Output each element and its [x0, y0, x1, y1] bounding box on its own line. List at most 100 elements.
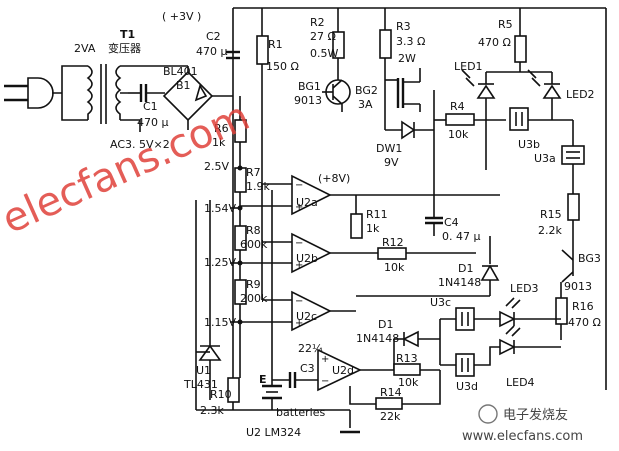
r15-value: 2.2k: [538, 224, 562, 237]
r10-id: R10: [210, 388, 232, 401]
transformer-t1: [86, 64, 145, 132]
diode-d1-lower: [394, 330, 440, 348]
c4-value: 0. 47 μ: [442, 230, 480, 243]
mains-plug: [4, 65, 88, 121]
r7-id: R7: [246, 166, 261, 179]
r16-value: 470 Ω: [568, 316, 601, 329]
battery-node: E: [259, 373, 267, 386]
svg-text:+: +: [295, 318, 303, 329]
led4-label: LED4: [506, 376, 535, 389]
voltage-node-4: 1.15V: [204, 316, 236, 329]
svg-text:−: −: [321, 376, 329, 387]
r3-id: R3: [396, 20, 411, 33]
c3-value: 22¼: [298, 342, 323, 355]
led4: [499, 325, 561, 356]
r8-id: R8: [246, 224, 261, 237]
r13-id: R13: [396, 352, 418, 365]
diode-d1-upper: [356, 236, 500, 297]
r9-id: R9: [246, 278, 261, 291]
c4-id: C4: [444, 216, 459, 229]
t1-name: 变压器: [108, 41, 141, 55]
resistor-r11: [350, 213, 363, 239]
r2-value: 27 Ω: [310, 30, 336, 43]
bg3-id: BG3: [578, 252, 601, 265]
capacitor-c1: [128, 84, 165, 102]
r3-value: 3.3 Ω: [396, 35, 425, 48]
relay-contact-u3d: [455, 353, 475, 377]
u3b-label: U3b: [518, 138, 540, 151]
svg-text:+: +: [321, 354, 329, 365]
resistor-r3: [379, 29, 392, 59]
c3-id: C3: [300, 362, 315, 375]
r8-value: 600k: [240, 238, 268, 251]
r2-id: R2: [310, 16, 325, 29]
resistor-r12: [377, 247, 407, 260]
r9-value: 200k: [240, 292, 268, 305]
r5-value: 470 Ω: [478, 36, 511, 49]
capacitor-c2: [226, 50, 240, 60]
bridge-rectifier: [145, 65, 233, 130]
bg3-type: 9013: [564, 280, 592, 293]
ic-label: U2 LM324: [246, 426, 301, 439]
bridge-label: B1: [176, 79, 191, 92]
resistor-r15: [567, 193, 580, 221]
r14-id: R14: [380, 386, 402, 399]
r16-id: R16: [572, 300, 594, 313]
mosfet-bg2: [384, 68, 421, 130]
svg-text:−: −: [295, 238, 303, 249]
comparator-u2a: − +: [240, 174, 356, 216]
resistor-r10: [227, 377, 240, 403]
voltage-node-3: 1.25V: [204, 256, 236, 269]
relay-contact-u3a: [561, 145, 585, 165]
t1-output: AC3. 5V×2: [110, 138, 170, 151]
led3: [499, 297, 561, 328]
r12-value: 10k: [384, 261, 405, 274]
capacitor-c3: [272, 372, 318, 388]
c2-value: 470 μ: [196, 45, 228, 58]
dw1-id: DW1: [376, 142, 402, 155]
voltage-node-2: 1.54V: [204, 202, 236, 215]
watermark-logo: 电子发烧友: [503, 407, 568, 423]
battery-label: batteries: [276, 406, 325, 419]
u2a-label: U2a: [296, 196, 318, 209]
r12-id: R12: [382, 236, 404, 249]
r13-value: 10k: [398, 376, 419, 389]
capacitor-c4: [425, 130, 443, 236]
r6-id: R6: [214, 122, 229, 135]
comparator-u2c: − +: [240, 290, 356, 332]
comparator-u2d: + −: [317, 339, 395, 392]
t1-rating: 2VA: [74, 42, 96, 55]
r3-power: 2W: [398, 52, 416, 65]
r5-id: R5: [498, 18, 513, 31]
led2-label: LED2: [566, 88, 595, 101]
r11-id: R11: [366, 208, 388, 221]
led2: [527, 69, 562, 120]
reference-u1: [196, 200, 222, 400]
d1-lower-type: 1N4148: [356, 332, 399, 345]
bridge-id: BL401: [163, 65, 198, 78]
c1-id: C1: [143, 100, 158, 113]
u1-type: TL431: [183, 378, 218, 391]
d1-upper-type: 1N4148: [438, 276, 481, 289]
r4-id: R4: [450, 100, 465, 113]
r1-id: R1: [268, 38, 283, 51]
frame: [232, 7, 607, 410]
svg-text:+: +: [295, 202, 303, 213]
r2-power: 0.5W: [310, 47, 338, 60]
supply-rail-label: ( +3V ): [162, 10, 201, 23]
r15-id: R15: [540, 208, 562, 221]
relay-contact-u3b: [509, 107, 529, 131]
svg-text:−: −: [295, 296, 303, 307]
resistor-r5: [514, 35, 527, 63]
bg1-id: BG1: [298, 80, 321, 93]
d1-lower-id: D1: [378, 318, 393, 331]
r7-value: 1.9k: [246, 180, 270, 193]
r14-value: 22k: [380, 410, 401, 423]
battery: [262, 190, 282, 410]
led1-label: LED1: [454, 60, 483, 73]
bg1-type: 9013: [294, 94, 322, 107]
resistor-r4: [445, 113, 475, 126]
svg-text:−: −: [295, 180, 303, 191]
bg2-rating: 3A: [358, 98, 373, 111]
